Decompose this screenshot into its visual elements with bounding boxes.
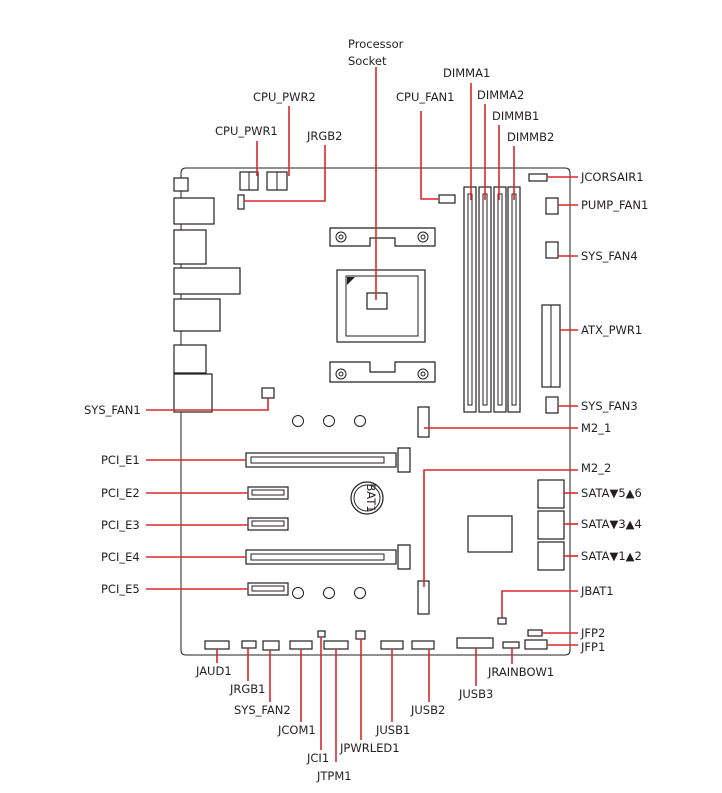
label-cpu-fan1: CPU_FAN1 [396, 90, 454, 104]
label-cpu-pwr1: CPU_PWR1 [215, 124, 278, 138]
label-jcom1: JCOM1 [277, 723, 316, 737]
label-dimmb1: DIMMB1 [492, 109, 539, 123]
label-jusb1: JUSB1 [375, 723, 410, 737]
jrgb2-header [237, 194, 245, 210]
label-processor-socket-line2: Socket [348, 54, 387, 68]
pci-e5-slot [247, 582, 289, 596]
jfp1-header [524, 639, 548, 650]
label-sys-fan4: SYS_FAN4 [581, 249, 638, 263]
jusb3-header [456, 637, 494, 649]
sys-fan4-header [545, 241, 559, 259]
jbat1-header [497, 617, 507, 625]
sys-fan3-header [545, 396, 559, 414]
label-pci-e3: PCI_E3 [101, 518, 140, 532]
pci-e4-slot [245, 544, 411, 570]
sata34-connector [537, 510, 565, 540]
pci-e3-slot [247, 517, 289, 531]
label-jbat1: JBAT1 [580, 584, 614, 598]
label-pci-e4: PCI_E4 [101, 550, 140, 564]
label-dimma1: DIMMA1 [443, 66, 490, 80]
label-jci1: JCI1 [306, 751, 329, 765]
cpu-retention-bottom [329, 361, 436, 383]
cpu-fan1-header [438, 194, 456, 204]
label-sys-fan2: SYS_FAN2 [234, 703, 291, 717]
label-cpu-pwr2: CPU_PWR2 [253, 90, 316, 104]
label-jfp1: JFP1 [580, 640, 605, 654]
standoff-holes [292, 415, 366, 599]
jusb2-header [411, 640, 435, 650]
label-dimmb2: DIMMB2 [507, 130, 554, 144]
label-jrgb1: JRGB1 [229, 682, 266, 696]
label-pci-e1: PCI_E1 [101, 453, 140, 467]
label-jusb2: JUSB2 [410, 703, 445, 717]
pci-e2-slot [247, 486, 289, 500]
label-jaud1: JAUD1 [195, 664, 232, 678]
jtpm1-header [323, 640, 349, 650]
board-outline [180, 167, 571, 656]
processor-socket [336, 269, 426, 343]
jcorsair1-header [528, 173, 548, 182]
jaud1-header [204, 640, 230, 650]
label-sata12: SATA▼1▲2 [581, 549, 642, 563]
battery-label: BAT1 [364, 483, 378, 512]
label-m2-2: M2_2 [581, 461, 611, 475]
label-atx-pwr1: ATX_PWR1 [581, 323, 642, 337]
sys-fan1-header [261, 387, 275, 399]
atx-pwr1-connector [541, 304, 561, 388]
pci-e1-slot [245, 447, 411, 473]
label-pci-e5: PCI_E5 [101, 582, 140, 596]
m2-1-slot [417, 406, 430, 438]
leader-lines [146, 67, 578, 762]
chipset [467, 515, 513, 553]
cpu-retention-top [329, 227, 436, 247]
labels: Processor Socket DIMMA1 DIMMA2 DIMMB1 DI… [84, 37, 648, 783]
label-jcorsair1: JCORSAIR1 [580, 170, 644, 184]
jusb1-header [380, 640, 404, 650]
rear-io-block [173, 177, 241, 413]
jrgb1-header [241, 640, 257, 649]
label-jusb3: JUSB3 [458, 687, 493, 701]
label-jtpm1: JTPM1 [316, 769, 352, 783]
jpwrled1-header [355, 630, 366, 640]
jcom1-header [289, 640, 313, 650]
jfp2-header [527, 629, 543, 637]
jci1-header [317, 630, 326, 638]
label-dimma2: DIMMA2 [477, 88, 524, 102]
sata56-connector [537, 479, 565, 509]
label-sys-fan1: SYS_FAN1 [84, 403, 141, 417]
sys-fan2-header [262, 640, 280, 651]
label-sata34: SATA▼3▲4 [581, 517, 642, 531]
label-jrainbow1: JRAINBOW1 [487, 665, 554, 679]
cmos-battery: BAT1 [350, 481, 384, 515]
cpu-power-connectors [239, 171, 288, 191]
label-pump-fan1: PUMP_FAN1 [581, 198, 648, 212]
label-processor-socket-line1: Processor [348, 37, 404, 51]
label-jrgb2: JRGB2 [306, 129, 343, 143]
jrainbow1-header [502, 641, 520, 649]
pump-fan1-header [545, 197, 559, 215]
label-sys-fan3: SYS_FAN3 [581, 399, 638, 413]
label-m2-1: M2_1 [581, 421, 611, 435]
dimm-slots [463, 186, 521, 413]
label-jfp2: JFP2 [580, 626, 605, 640]
label-jpwrled1: JPWRLED1 [339, 741, 400, 755]
sata12-connector [537, 541, 565, 571]
label-pci-e2: PCI_E2 [101, 486, 140, 500]
label-sata56: SATA▼5▲6 [581, 486, 642, 500]
